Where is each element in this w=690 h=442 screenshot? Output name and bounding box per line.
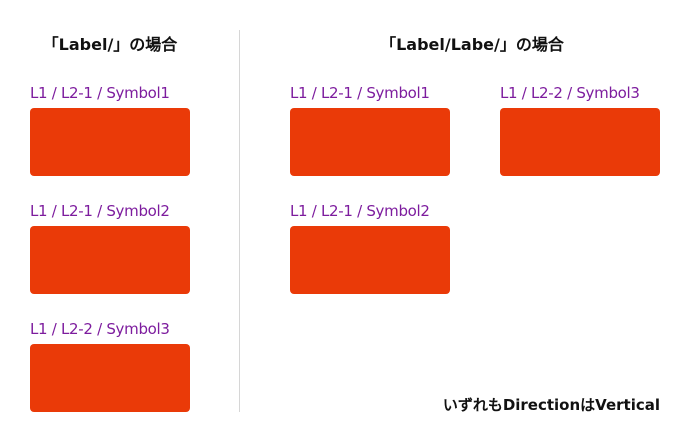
direction-note: いずれもDirectionはVertical xyxy=(442,396,660,414)
symbol-box xyxy=(290,226,450,294)
symbol-label: L1 / L2-1 / Symbol2 xyxy=(290,202,430,220)
section-divider xyxy=(239,30,240,412)
symbol-label: L1 / L2-1 / Symbol2 xyxy=(30,202,170,220)
symbol-label: L1 / L2-2 / Symbol3 xyxy=(500,84,640,102)
symbol-label: L1 / L2-1 / Symbol1 xyxy=(290,84,430,102)
symbol-box xyxy=(30,344,190,412)
symbol-box xyxy=(30,108,190,176)
symbol-label: L1 / L2-2 / Symbol3 xyxy=(30,320,170,338)
right-section-title: 「Label/Labe/」の場合 xyxy=(380,35,564,54)
symbol-box xyxy=(500,108,660,176)
symbol-box xyxy=(290,108,450,176)
left-section-title: 「Label/」の場合 xyxy=(42,35,178,54)
symbol-box xyxy=(30,226,190,294)
symbol-label: L1 / L2-1 / Symbol1 xyxy=(30,84,170,102)
